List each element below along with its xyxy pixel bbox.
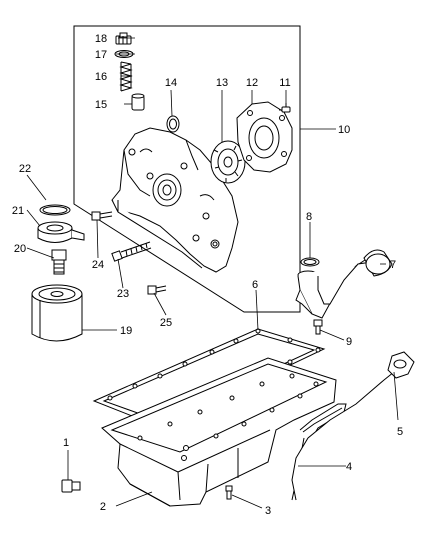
- cover-screw: [279, 103, 291, 113]
- pickup-bolt: [313, 319, 323, 335]
- callout-4: 4: [346, 461, 352, 473]
- callout-2: 2: [100, 501, 106, 513]
- callout-20: 20: [14, 243, 26, 255]
- callout-23: 23: [117, 288, 129, 300]
- pump-o-ring: [166, 115, 180, 133]
- callout-12: 12: [246, 77, 258, 89]
- oil-pickup-tube: [295, 249, 393, 319]
- callout-labels: 1 2 3 4 5 6 7 8 9 10 11 12 13 14 15 16 1…: [12, 33, 403, 517]
- oil-filter: [31, 284, 83, 342]
- callout-21: 21: [12, 205, 24, 217]
- relief-valve-plunger: [131, 93, 145, 111]
- filter-adapter: [37, 221, 85, 243]
- oil-pump-inset-frame: [73, 25, 301, 313]
- dipstick: [291, 351, 415, 501]
- pump-cover: [236, 101, 293, 173]
- callout-3: 3: [265, 505, 271, 517]
- leader-lines: [26, 37, 399, 509]
- callout-11: 11: [279, 77, 290, 89]
- callout-1: 1: [63, 437, 69, 449]
- callout-25: 25: [160, 317, 172, 329]
- long-bolt: [111, 241, 152, 262]
- callout-17: 17: [95, 49, 107, 61]
- pickup-tube-o-ring: [300, 257, 320, 267]
- short-bolt: [91, 211, 113, 221]
- relief-valve-cap: [115, 32, 132, 45]
- callout-22: 22: [19, 163, 31, 175]
- relief-valve-spring: [119, 61, 133, 92]
- callout-7: 7: [390, 259, 396, 271]
- callout-16: 16: [95, 71, 107, 83]
- pump-rotor: [210, 140, 246, 184]
- callout-6: 6: [252, 279, 258, 291]
- drain-plug: [61, 479, 81, 493]
- callout-14: 14: [165, 77, 177, 89]
- callout-18: 18: [95, 33, 107, 45]
- callout-5: 5: [397, 426, 403, 438]
- callout-13: 13: [216, 77, 228, 89]
- callout-8: 8: [306, 211, 312, 223]
- callout-15: 15: [95, 99, 107, 111]
- callout-10: 10: [338, 124, 350, 136]
- oil-pan: [101, 357, 337, 507]
- callout-19: 19: [120, 325, 132, 337]
- callout-9: 9: [346, 336, 352, 348]
- filter-adapter-gasket: [39, 204, 71, 216]
- oil-pump-body: [111, 127, 239, 273]
- pan-bolt: [225, 485, 233, 500]
- callout-24: 24: [92, 259, 104, 271]
- bracket-bolt: [147, 285, 167, 295]
- filter-adapter-fitting: [51, 249, 67, 275]
